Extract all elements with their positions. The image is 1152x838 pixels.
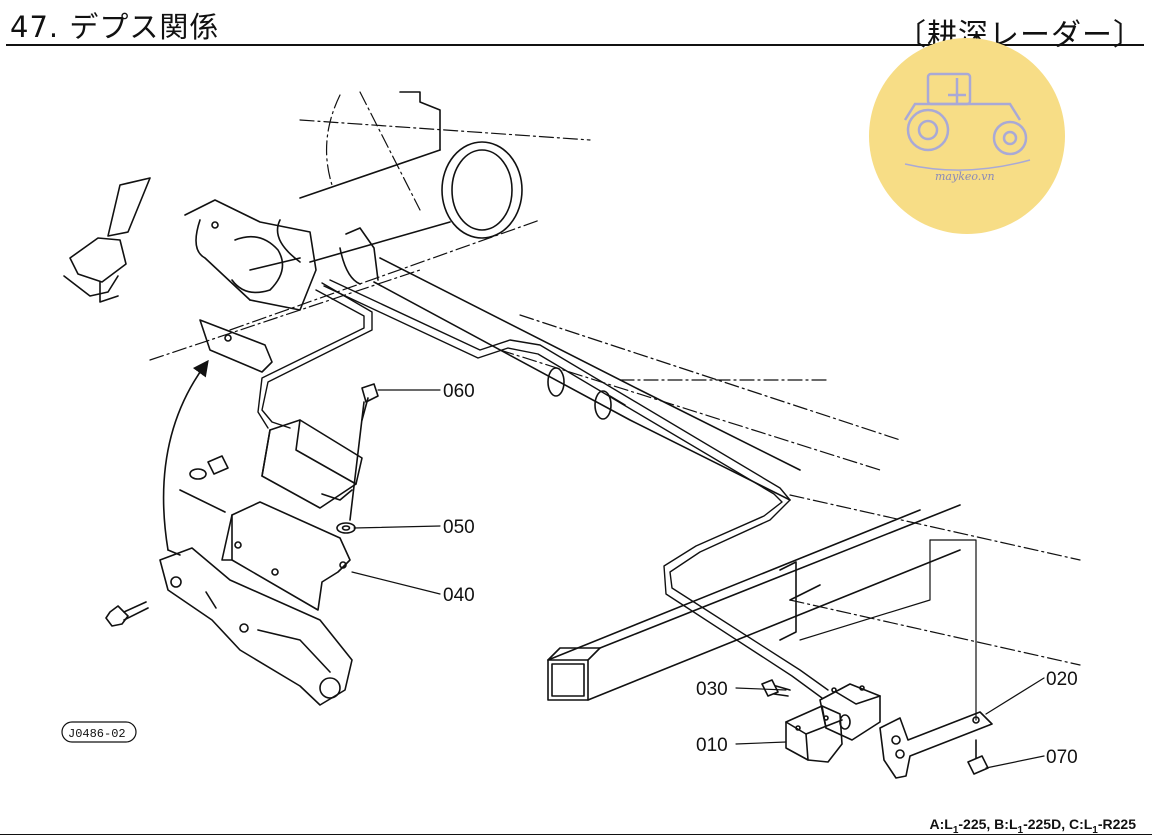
tractor-icon xyxy=(903,72,1028,156)
frame-phantom-lines xyxy=(149,91,1081,666)
bolt-left xyxy=(105,601,149,627)
watermark-circle xyxy=(869,38,1065,234)
bolt-060 xyxy=(349,383,379,521)
callout-070: 070 xyxy=(1046,747,1078,768)
lift-arm xyxy=(159,547,353,706)
washer-050 xyxy=(336,522,356,534)
left-bracket-assembly xyxy=(63,177,317,373)
axle-cylinder xyxy=(276,91,523,285)
callout-060: 060 xyxy=(443,381,475,402)
applicable-models: A:L1-225, B:L1-225D, C:L1-R225 xyxy=(929,816,1136,836)
sensor-unit-010 xyxy=(785,705,843,763)
tie-rod-tube xyxy=(373,257,801,501)
callout-020: 020 xyxy=(1046,669,1078,690)
callout-040: 040 xyxy=(443,585,475,606)
square-frame-tube xyxy=(547,504,961,701)
bolt-030 xyxy=(761,679,791,697)
bolt-070 xyxy=(967,739,989,775)
nut-washer-left xyxy=(179,455,229,513)
mounting-bracket-040 xyxy=(221,501,351,611)
callout-leaders xyxy=(351,389,1045,769)
watermark-logo: maykeo.vn xyxy=(869,38,1065,234)
figure-code: J0486-02 xyxy=(68,727,126,741)
assembly-arrow xyxy=(162,359,209,551)
sensor-housing xyxy=(819,683,881,741)
callout-050: 050 xyxy=(443,517,475,538)
figure-code-badge: J0486-02 xyxy=(61,721,137,743)
callout-010: 010 xyxy=(696,735,728,756)
leader-bracket xyxy=(929,539,977,721)
title-underline xyxy=(6,44,1144,46)
watermark-text: maykeo.vn xyxy=(935,170,995,183)
callout-030: 030 xyxy=(696,679,728,700)
footer-rule xyxy=(0,834,1152,838)
sensor-box xyxy=(261,419,363,509)
sensor-wire-pipe xyxy=(257,279,829,699)
page-title: 47. デプス関係 xyxy=(10,10,220,44)
